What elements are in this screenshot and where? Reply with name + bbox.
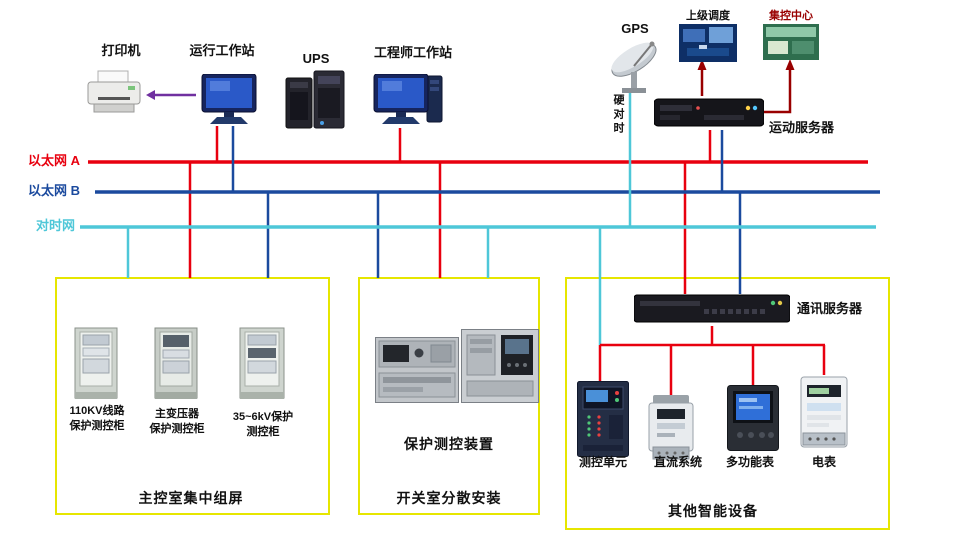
measure-unit-label: 测控单元: [578, 455, 628, 469]
protection-device-1-image: [375, 337, 459, 403]
energy-meter-image: [799, 375, 849, 453]
energy-meter-icon: [800, 376, 848, 448]
protection-device-icon: [461, 329, 539, 403]
server-to-central-control-link: [762, 66, 792, 114]
printer-icon: [87, 70, 141, 113]
ups-image: [284, 70, 346, 130]
multifunction-meter-image: [727, 385, 779, 453]
hard-time-sync-label: 硬对时: [612, 94, 624, 136]
superior-dispatch-image: [679, 24, 737, 62]
monitor-icon: [201, 74, 257, 124]
comm-server-image: [634, 293, 790, 326]
cabinet-110kv-label: 110KV线路 保护测控柜: [69, 404, 124, 434]
protection-cabinet-icon: [154, 327, 198, 399]
cabinet-transformer-label: 主变压器 保护测控柜: [150, 407, 205, 437]
operator-workstation-label: 运行工作站: [189, 43, 255, 58]
cabinet-35kv-image: [239, 327, 285, 401]
cabinet-110kv-label-line1: 110KV线路: [69, 405, 125, 417]
switch-room-device-label: 保护测控装置: [404, 436, 494, 452]
multifunction-meter-icon: [727, 385, 779, 451]
ethernet-a-label: 以太网 A: [28, 153, 81, 168]
time-sync-label: 对时网: [36, 218, 76, 233]
motion-server-label: 运动服务器: [769, 120, 835, 135]
printer-image: [84, 68, 144, 116]
central-control-label: 集控中心: [769, 10, 813, 22]
dc-system-label: 直流系统: [653, 455, 703, 469]
printer-link-arrowhead: [146, 90, 155, 100]
cabinet-110kv-image: [74, 327, 118, 401]
switch-room-title: 开关室分散安装: [396, 490, 502, 506]
cabinet-35kv-label-line2: 测控柜: [246, 426, 280, 438]
control-room-photo: [679, 24, 737, 62]
ups-label: UPS: [302, 51, 330, 66]
cabinet-transformer-label-line2: 保护测控柜: [149, 423, 205, 435]
ups-icon: [285, 70, 345, 129]
smart-devices-title: 其他智能设备: [668, 503, 758, 519]
engineer-workstation-label: 工程师工作站: [373, 45, 453, 60]
cabinet-35kv-label: 35~6kV保护 测控柜: [233, 410, 293, 440]
central-control-arrowhead: [785, 59, 795, 70]
energy-meter-label: 电表: [811, 455, 837, 469]
cabinet-transformer-label-line1: 主变压器: [155, 408, 199, 420]
control-center-photo: [763, 24, 819, 60]
measure-unit-image: [577, 381, 629, 457]
operator-workstation-image: [196, 74, 262, 128]
dc-meter-icon: [648, 395, 694, 460]
comm-server-label: 通讯服务器: [797, 301, 863, 316]
measure-unit-icon: [577, 381, 629, 457]
dc-system-image: [647, 395, 695, 462]
protection-device-2-image: [461, 329, 539, 403]
central-control-image: [763, 24, 819, 60]
cabinet-35kv-label-line1: 35~6kV保护: [232, 411, 294, 423]
rack-server-icon: [634, 294, 790, 323]
panel-room-title: 主控室集中组屏: [138, 490, 244, 506]
cabinet-110kv-label-line2: 保护测控柜: [69, 420, 125, 432]
protection-cabinet-icon: [74, 327, 118, 399]
satellite-dish-icon: [611, 41, 657, 93]
protection-cabinet-icon: [239, 327, 285, 399]
superior-dispatch-label: 上级调度: [686, 10, 730, 22]
printer-label: 打印机: [101, 43, 141, 58]
rack-server-icon: [654, 98, 764, 127]
protection-device-icon: [375, 337, 459, 403]
motion-server-image: [654, 96, 764, 130]
monitor-tower-icon: [373, 74, 443, 124]
multifunction-meter-label: 多功能表: [725, 455, 775, 469]
gps-label: GPS: [621, 21, 649, 36]
ethernet-b-label: 以太网 B: [28, 183, 81, 198]
engineer-workstation-image: [372, 74, 444, 130]
cabinet-transformer-image: [154, 327, 198, 401]
gps-dish-image: [604, 36, 666, 94]
